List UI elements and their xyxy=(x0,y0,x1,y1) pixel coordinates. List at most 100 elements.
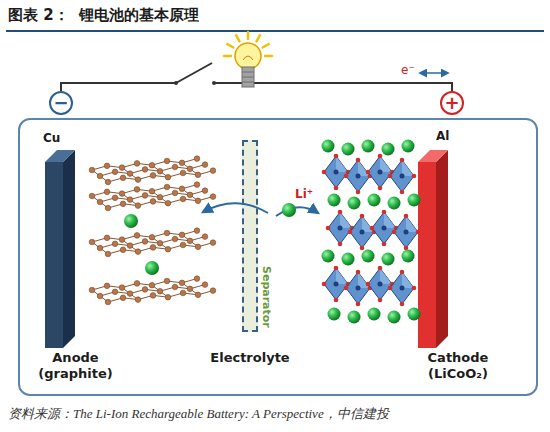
graphite-bond xyxy=(183,245,198,247)
oxygen-atom xyxy=(378,298,383,303)
cobalt-octahedron xyxy=(346,160,370,192)
separator-label: Separator xyxy=(260,266,273,328)
carbon-atom xyxy=(135,203,141,209)
graphite-bond xyxy=(92,170,100,176)
anode-electrode: CuAnode (graphite) xyxy=(45,150,75,348)
electrode-slab xyxy=(45,150,75,348)
carbon-atom xyxy=(194,228,200,234)
oxygen-atom xyxy=(390,170,395,175)
carbon-atom xyxy=(120,295,126,301)
graphite-bond xyxy=(100,248,108,254)
octahedron-face xyxy=(402,272,414,288)
oxygen-atom xyxy=(412,174,417,179)
graphite-bond xyxy=(190,191,205,195)
graphite-bond xyxy=(190,169,198,175)
graphite-bond xyxy=(182,163,190,169)
graphite-bond xyxy=(100,176,108,182)
graphite-bond xyxy=(130,200,138,206)
carbon-atom xyxy=(172,236,178,242)
lithium-atom xyxy=(362,250,375,263)
carbon-atom xyxy=(97,199,103,205)
lithium-atom xyxy=(322,250,335,263)
slab-top xyxy=(418,150,448,162)
oxygen-atom xyxy=(360,246,365,251)
carbon-atom xyxy=(97,245,103,251)
carbon-atom xyxy=(164,278,170,284)
oxygen-atom xyxy=(322,170,327,175)
carbon-atom xyxy=(195,198,201,204)
graphite-bond xyxy=(182,283,190,289)
carbon-atom xyxy=(165,200,171,206)
graphite-bond xyxy=(168,199,183,203)
carbon-atom xyxy=(120,175,126,181)
graphite-bond xyxy=(153,201,168,203)
graphite-bond xyxy=(138,175,153,179)
carbon-atom xyxy=(179,160,185,166)
lithium-atom xyxy=(328,308,341,321)
lithium-atom xyxy=(408,194,421,207)
graphite-bond xyxy=(190,289,198,295)
graphite-bond xyxy=(152,191,160,197)
graphite-bond xyxy=(130,174,138,180)
graphite-bond xyxy=(182,185,197,189)
graphite-bond xyxy=(137,189,152,191)
graphite-bond xyxy=(92,286,107,290)
lithium-atom xyxy=(362,140,375,153)
graphite-bond xyxy=(130,241,145,245)
oxygen-atom xyxy=(388,174,393,179)
graphite-bond xyxy=(107,166,122,168)
cobalt-atom xyxy=(400,286,405,291)
graphite-bond xyxy=(182,235,190,241)
carbon-atom xyxy=(165,246,171,252)
carbon-atom xyxy=(112,241,118,247)
graphite-bond xyxy=(123,298,138,300)
carbon-atom xyxy=(119,285,125,291)
graphite-bond xyxy=(92,166,107,170)
carbon-atom xyxy=(195,172,201,178)
carbon-atom xyxy=(112,195,118,201)
carbon-atom xyxy=(179,232,185,238)
oxygen-atom xyxy=(388,286,393,291)
oxygen-atom xyxy=(334,186,339,191)
carbon-atom xyxy=(89,287,95,293)
graphite-bond xyxy=(100,172,115,176)
licoo2-lattice xyxy=(322,140,421,324)
oxygen-atom xyxy=(400,158,405,163)
graphite-bond xyxy=(115,244,130,246)
carbon-atom xyxy=(164,230,170,236)
carbon-atom xyxy=(172,164,178,170)
graphite-bond xyxy=(152,237,160,243)
bulb-filament xyxy=(243,56,253,60)
lithium-atom xyxy=(328,194,341,207)
graphite-bond xyxy=(145,169,160,171)
carbon-atom xyxy=(105,299,111,305)
graphite-bond xyxy=(130,169,145,173)
oxygen-atom xyxy=(360,214,365,219)
cobalt-atom xyxy=(378,170,383,175)
carbon-atom xyxy=(150,245,156,251)
graphite-bond xyxy=(92,196,100,202)
carbon-atom xyxy=(127,243,133,249)
cathode-electrode: AlCathode (LiCoO₂) xyxy=(418,150,448,348)
lithium-atom xyxy=(382,143,395,156)
carbon-atom xyxy=(180,196,186,202)
carbon-atom xyxy=(202,162,208,168)
graphite-bond xyxy=(160,193,175,197)
graphite-bond xyxy=(92,192,107,196)
bulb-thread xyxy=(242,77,254,78)
oxygen-atom xyxy=(334,154,339,159)
carbon-atom xyxy=(89,239,95,245)
graphite-bond xyxy=(130,246,138,252)
bulb-ray xyxy=(263,44,269,48)
carbon-atom xyxy=(187,166,193,172)
graphite-bond xyxy=(100,202,108,208)
lithium-atom xyxy=(408,308,421,321)
graphite-bond xyxy=(92,290,100,296)
octahedron-face xyxy=(340,212,352,228)
graphite-bond xyxy=(122,168,130,174)
lithium-atom xyxy=(348,311,361,324)
graphite-bond xyxy=(152,161,167,165)
carbon-atom xyxy=(105,251,111,257)
